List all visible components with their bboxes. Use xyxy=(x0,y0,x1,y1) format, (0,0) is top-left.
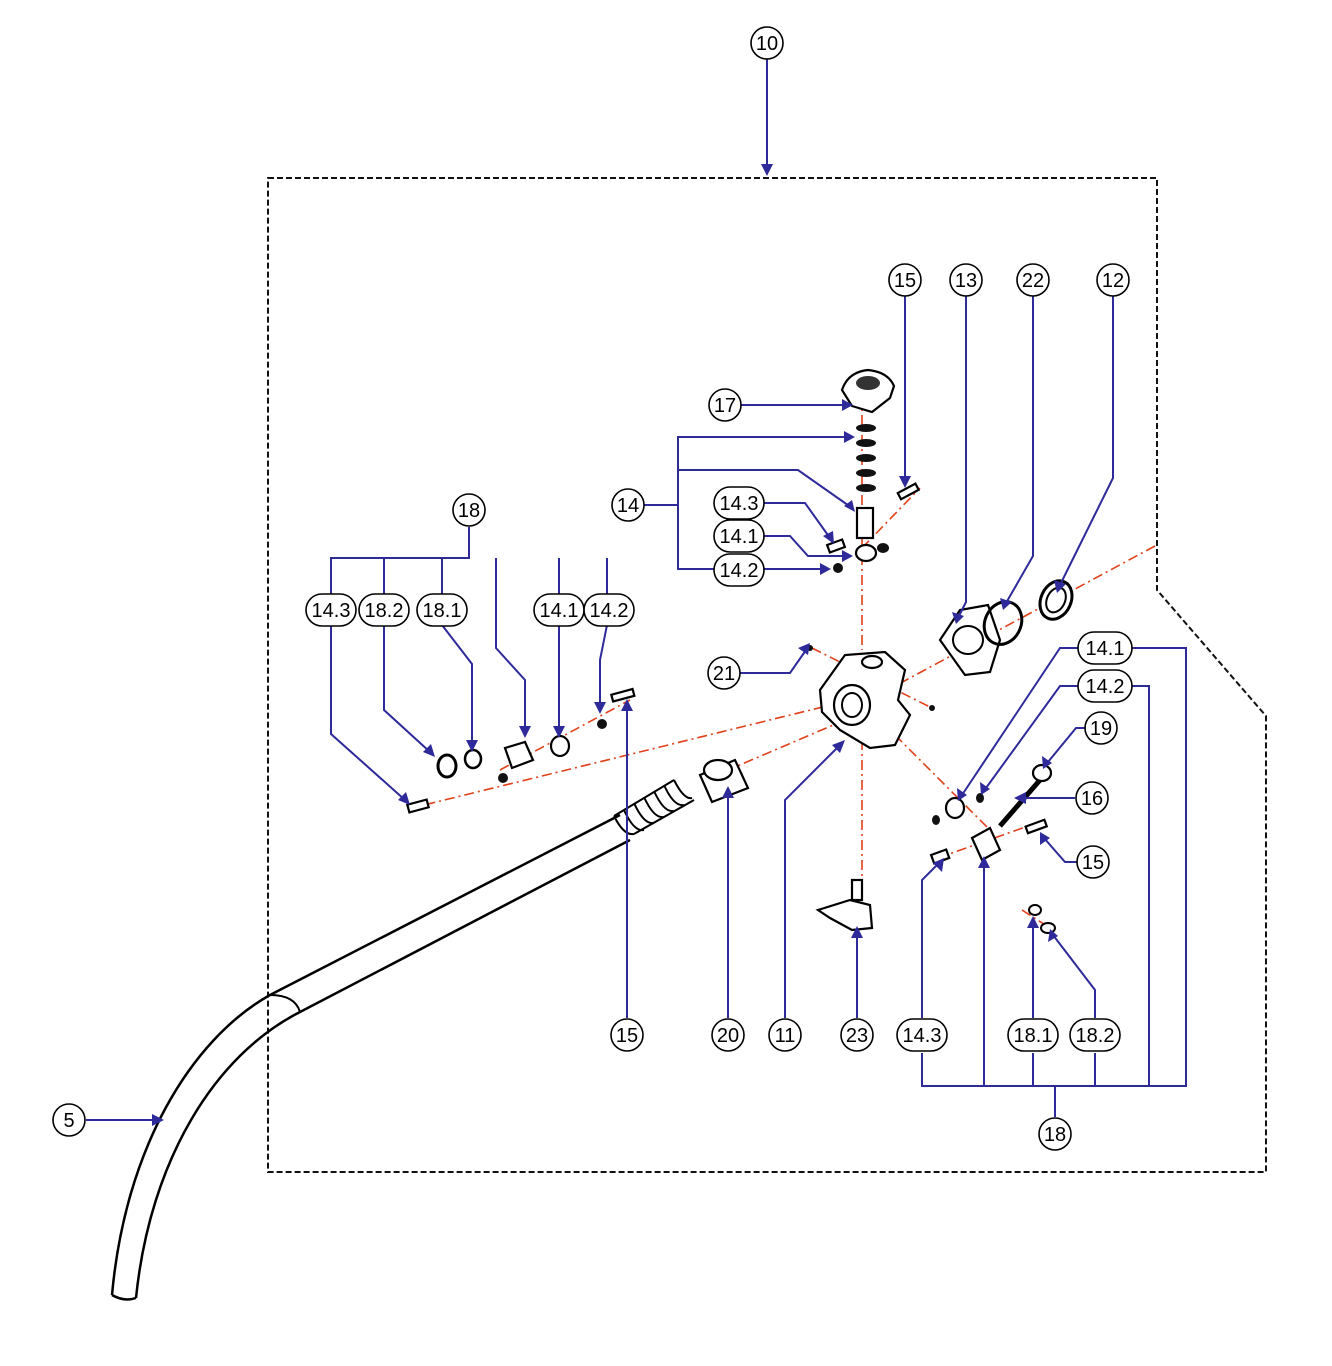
svg-text:18.2: 18.2 xyxy=(365,600,404,622)
svg-text:13: 13 xyxy=(955,270,977,292)
callout-10: 10 xyxy=(750,26,784,60)
callout-5: 5 xyxy=(52,1103,86,1137)
knob-part xyxy=(840,368,896,414)
hose-part xyxy=(110,779,695,1301)
ring-part xyxy=(1038,579,1074,621)
svg-text:18.1: 18.1 xyxy=(1014,1025,1053,1047)
hose-coil-end xyxy=(613,779,695,836)
callout-14-2-top: 14.2 xyxy=(713,553,765,587)
callout-20: 20 xyxy=(711,1018,745,1052)
callout-16: 16 xyxy=(1075,781,1109,815)
spring-part xyxy=(856,424,876,492)
callout-11: 11 xyxy=(768,1018,802,1052)
callout-14-3-top: 14.3 xyxy=(713,486,765,520)
svg-text:18.2: 18.2 xyxy=(1076,1025,1115,1047)
svg-text:23: 23 xyxy=(846,1025,868,1047)
callout-18-2-left: 18.2 xyxy=(358,593,410,627)
callout-15-right: 15 xyxy=(1076,845,1110,879)
svg-text:15: 15 xyxy=(894,270,916,292)
callout-18-left: 18 xyxy=(452,493,486,527)
svg-text:12: 12 xyxy=(1102,270,1124,292)
svg-text:20: 20 xyxy=(717,1025,739,1047)
callout-14-1-left: 14.1 xyxy=(533,593,585,627)
callout-14: 14 xyxy=(611,488,645,522)
callout-18-bottom: 18 xyxy=(1038,1117,1072,1151)
callout-15-bottom: 15 xyxy=(610,1018,644,1052)
callout-15-top: 15 xyxy=(888,263,922,297)
callout-12: 12 xyxy=(1096,263,1130,297)
svg-text:18: 18 xyxy=(1044,1124,1066,1146)
valve-body-part xyxy=(818,650,912,750)
callout-21: 21 xyxy=(707,656,741,690)
callout-14-3-bottom: 14.3 xyxy=(896,1018,948,1052)
svg-text:15: 15 xyxy=(1082,852,1104,874)
svg-text:19: 19 xyxy=(1090,718,1112,740)
assembly-boundary xyxy=(267,177,1267,1173)
svg-text:14.3: 14.3 xyxy=(903,1025,942,1047)
callout-14-3-left: 14.3 xyxy=(305,593,357,627)
svg-text:15: 15 xyxy=(616,1025,638,1047)
right-fittings-group xyxy=(807,645,1056,934)
svg-text:17: 17 xyxy=(714,395,736,417)
svg-text:14.1: 14.1 xyxy=(540,600,579,622)
callout-19: 19 xyxy=(1084,711,1118,745)
svg-text:14: 14 xyxy=(617,495,639,517)
svg-text:22: 22 xyxy=(1022,270,1044,292)
svg-text:21: 21 xyxy=(713,663,735,685)
callout-13: 13 xyxy=(949,263,983,297)
svg-text:5: 5 xyxy=(63,1110,74,1132)
center-axes xyxy=(419,395,1156,929)
svg-text:14.2: 14.2 xyxy=(720,560,759,582)
svg-text:10: 10 xyxy=(756,33,778,55)
svg-text:14.3: 14.3 xyxy=(312,600,351,622)
svg-text:14.1: 14.1 xyxy=(720,526,759,548)
svg-text:14.1: 14.1 xyxy=(1086,638,1125,660)
callout-14-1-right: 14.1 xyxy=(1077,631,1133,665)
callout-18-1-left: 18.1 xyxy=(416,593,468,627)
callout-14-2-right: 14.2 xyxy=(1077,669,1133,703)
upper-stem-part xyxy=(825,482,921,573)
svg-text:14.2: 14.2 xyxy=(1086,676,1125,698)
callout-17: 17 xyxy=(708,388,742,422)
callout-23: 23 xyxy=(840,1018,874,1052)
svg-text:18: 18 xyxy=(458,500,480,522)
callout-22: 22 xyxy=(1016,263,1050,297)
callout-14-2-left: 14.2 xyxy=(583,593,635,627)
svg-text:18.1: 18.1 xyxy=(423,600,462,622)
svg-text:14.2: 14.2 xyxy=(590,600,629,622)
svg-text:16: 16 xyxy=(1081,788,1103,810)
callout-18-2-bottom: 18.2 xyxy=(1069,1018,1121,1052)
lever-part xyxy=(815,878,874,932)
svg-text:14.3: 14.3 xyxy=(720,493,759,515)
callout-14-1-top: 14.1 xyxy=(713,519,765,553)
callout-18-1-bottom: 18.1 xyxy=(1007,1018,1059,1052)
o-ring-part xyxy=(982,600,1024,646)
leader-lines xyxy=(86,58,1187,1126)
sleeve-part xyxy=(698,758,750,804)
svg-text:11: 11 xyxy=(775,1025,796,1047)
